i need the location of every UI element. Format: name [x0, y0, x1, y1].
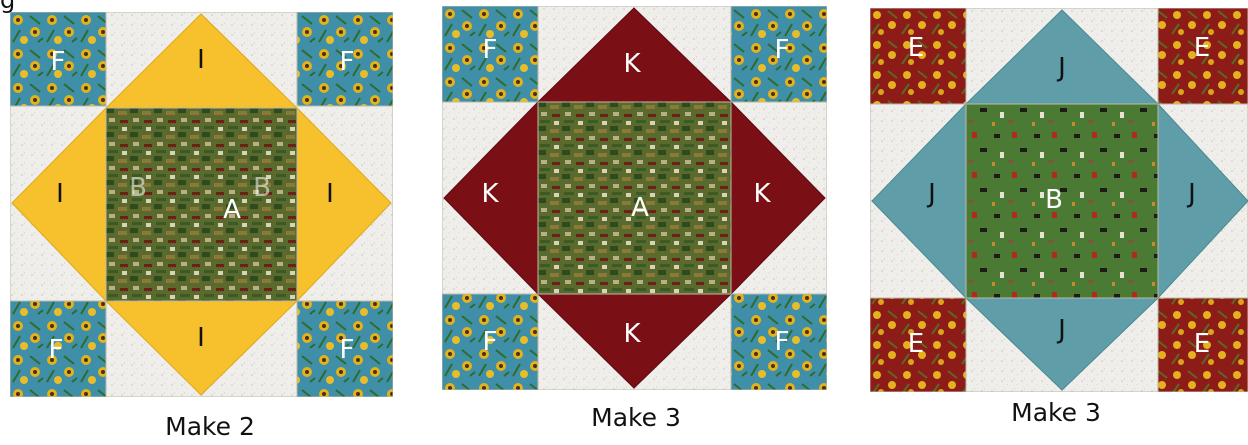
label-triangle-left: J — [926, 179, 936, 209]
label-triangle-right: I — [326, 179, 334, 209]
caption-block-2: Make 3 — [576, 403, 696, 432]
label-triangle-bottom: I — [197, 323, 205, 353]
label-triangle-bottom: K — [623, 319, 641, 349]
label-corner-bottom-right: F — [340, 335, 355, 365]
label-triangle-right: K — [753, 179, 771, 209]
label-corner-top-left: F — [51, 47, 66, 77]
label-triangle-right: J — [1186, 179, 1196, 209]
label-corner-top-right: F — [340, 47, 355, 77]
label-center: A — [631, 193, 649, 223]
label-center: A — [223, 195, 241, 225]
label-corner-top-left: E — [908, 33, 924, 63]
label-center-small-left: B — [129, 173, 147, 203]
center-square — [106, 108, 297, 301]
label-triangle-top: I — [197, 45, 205, 75]
label-corner-bottom-left: E — [908, 329, 924, 359]
label-corner-top-right: F — [775, 35, 790, 65]
label-corner-bottom-left: F — [483, 327, 498, 357]
label-corner-bottom-left: F — [49, 335, 64, 365]
label-corner-bottom-right: E — [1194, 329, 1210, 359]
label-triangle-top: K — [623, 49, 641, 79]
label-triangle-left: I — [56, 179, 64, 209]
label-corner-top-left: F — [483, 35, 498, 65]
quilt-block-1: F F F F I I I I A B B — [10, 12, 393, 397]
quilt-block-3-svg: E E E E J J J J B — [870, 8, 1248, 392]
label-center-small-right: B — [253, 173, 271, 203]
label-triangle-top: J — [1056, 53, 1066, 83]
quilt-block-2: F F F F K K K K A — [442, 6, 827, 390]
quilt-block-1-svg: F F F F I I I I A B B — [10, 12, 393, 397]
caption-block-3: Make 3 — [996, 398, 1116, 427]
label-corner-top-right: E — [1194, 33, 1210, 63]
label-center: B — [1045, 185, 1063, 215]
caption-block-1: Make 2 — [150, 412, 270, 441]
quilt-block-3: E E E E J J J J B — [870, 8, 1248, 392]
label-triangle-bottom: J — [1056, 315, 1066, 345]
quilt-block-2-svg: F F F F K K K K A — [442, 6, 827, 390]
label-triangle-left: K — [481, 179, 499, 209]
label-corner-bottom-right: F — [775, 327, 790, 357]
